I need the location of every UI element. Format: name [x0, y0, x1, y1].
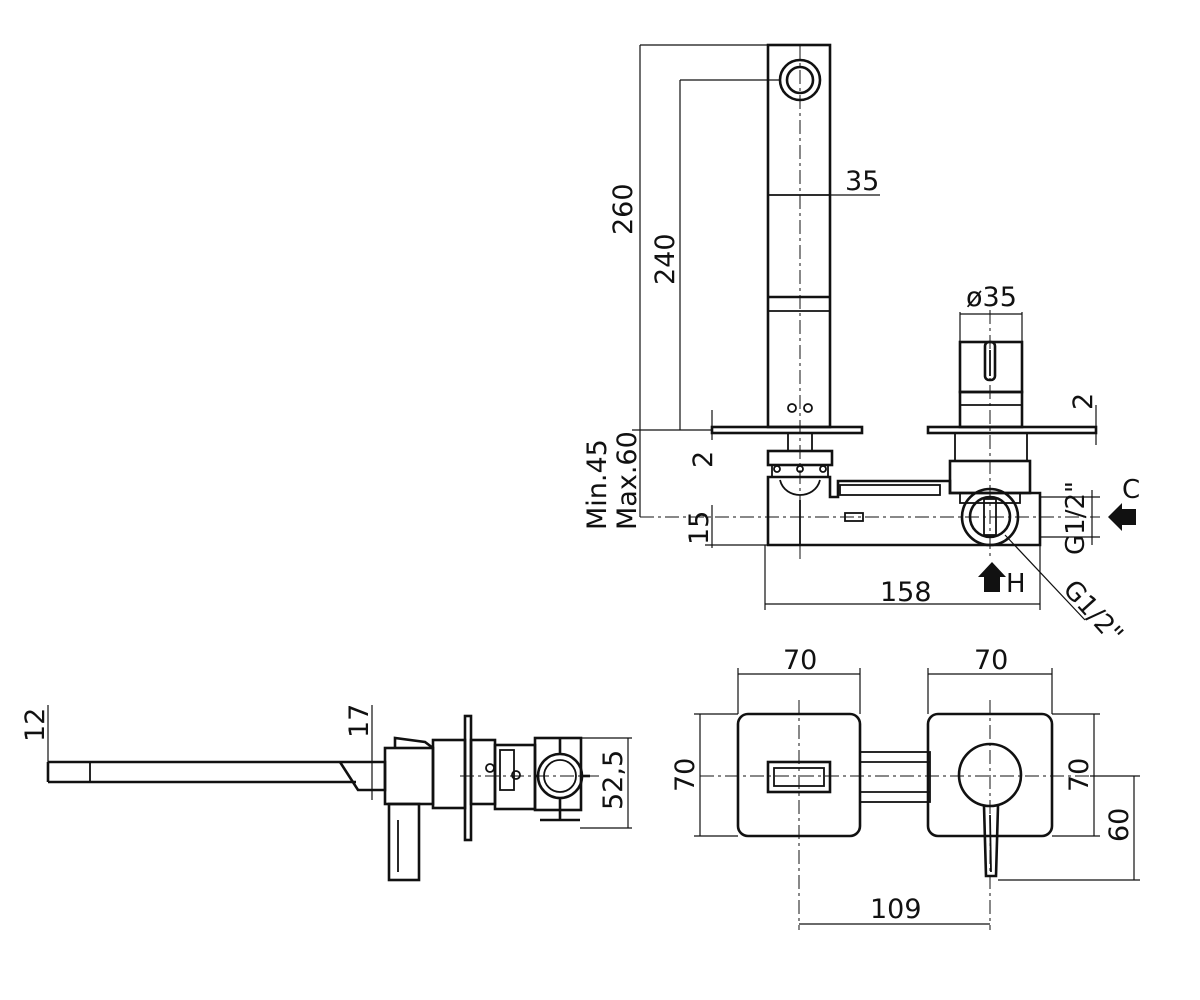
- concealed-body: [766, 475, 1042, 547]
- plates-dimensions: 70 70 70 70 60 109: [670, 645, 1140, 925]
- dim-handle-diameter: ø35: [966, 282, 1017, 313]
- mixer-handle: [958, 340, 1024, 394]
- dim-spout-height-total: 260: [608, 183, 639, 235]
- spout-body: [766, 43, 832, 429]
- dim-inlet-thread-hot: G1/2": [1057, 575, 1129, 650]
- dim-plate-width-right: 70: [974, 645, 1008, 676]
- dim-body-offset: 15: [684, 511, 715, 545]
- plates-view: [700, 700, 1090, 930]
- cold-inlet-label: C: [1122, 475, 1140, 505]
- side-handle: [387, 802, 421, 882]
- dim-wall-depth-max: Max.60: [612, 431, 643, 530]
- side-view: [46, 714, 600, 882]
- dim-inlet-thread-cold: G1/2": [1061, 481, 1091, 555]
- dim-plate-thickness-left: 2: [688, 451, 719, 468]
- dim-plate-thickness-right: 2: [1068, 393, 1099, 410]
- side-dimensions: 12 17 52,5: [20, 704, 632, 829]
- dim-wall-depth-min: Min.45: [582, 439, 613, 530]
- dim-spout-height-outlet: 240: [650, 233, 681, 285]
- hot-inlet-label: H: [1006, 569, 1026, 599]
- dim-side-flange-thickness: 17: [344, 704, 375, 738]
- mixer-lever: [982, 805, 1000, 878]
- dim-plate-height-left: 70: [670, 758, 701, 792]
- dim-plate-height-right: 70: [1064, 758, 1095, 792]
- dim-centre-distance: 109: [870, 894, 922, 925]
- cold-inlet-arrow: [1108, 503, 1136, 531]
- front-dimensions: 260 240 35 ø35 2 2 Min.45 Max.60 15 G1/2…: [582, 44, 1129, 650]
- dim-side-spout-thickness: 12: [20, 708, 51, 742]
- side-spout: [48, 760, 387, 792]
- dim-plate-width-left: 70: [783, 645, 817, 676]
- dim-side-body-height: 52,5: [598, 750, 629, 810]
- dim-spout-width: 35: [845, 166, 879, 197]
- wall-plate-left-edge: [710, 425, 864, 435]
- dim-handle-drop: 60: [1104, 808, 1135, 842]
- dim-body-length: 158: [880, 577, 932, 608]
- hot-inlet-arrow: [978, 562, 1006, 592]
